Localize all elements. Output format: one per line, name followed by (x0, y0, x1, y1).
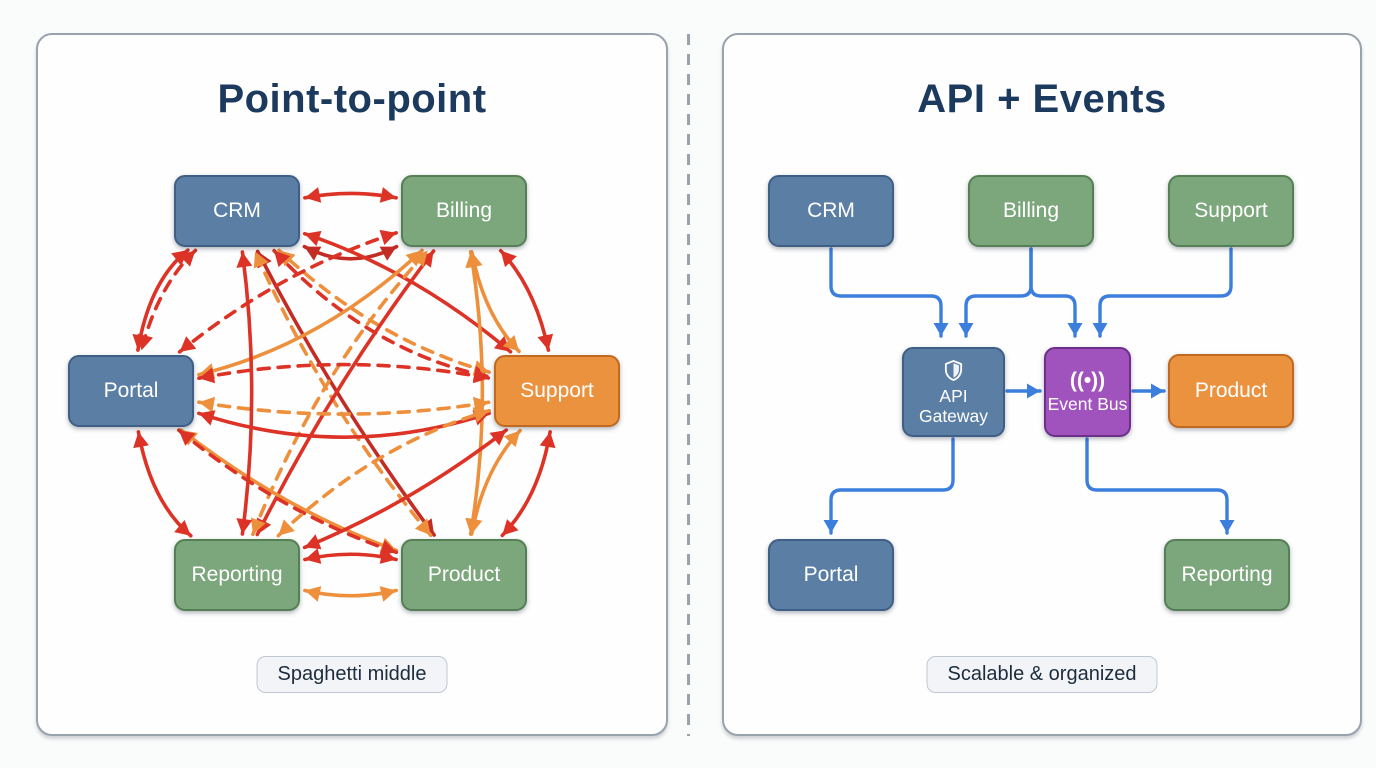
panel-divider (687, 34, 690, 736)
left-panel-title: Point-to-point (217, 77, 487, 121)
right-panel-caption-badge: Scalable & organized (926, 656, 1158, 693)
left-panel-caption-badge: Spaghetti middle (256, 656, 448, 693)
api-events-panel: API + Events Scalable & organized (722, 33, 1362, 736)
right-panel-title: API + Events (917, 77, 1167, 121)
point-to-point-panel: Point-to-point Spaghetti middle (36, 33, 668, 736)
